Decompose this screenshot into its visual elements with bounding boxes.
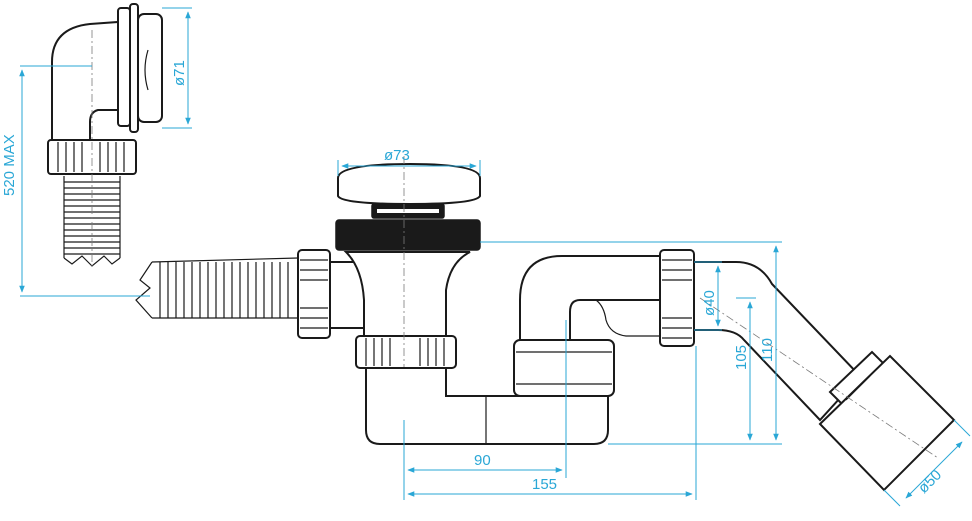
trap bbox=[365, 249, 956, 492]
plug-cap bbox=[337, 162, 481, 206]
connecting-hose bbox=[135, 257, 299, 319]
dimensions: 520 MAX ø71 ø73 ø40 105 110 90 bbox=[1, 7, 971, 507]
dim-height-110: 110 bbox=[759, 338, 776, 362]
overflow-hose bbox=[63, 176, 121, 267]
dim-520-max: 520 MAX bbox=[1, 134, 18, 196]
dim-height-105: 105 bbox=[733, 345, 750, 370]
dim-outlet-large-diameter: ø50 bbox=[915, 467, 945, 497]
dim-outlet-small-diameter: ø40 bbox=[701, 290, 718, 316]
waste-body bbox=[297, 156, 481, 460]
dim-offset-90: 90 bbox=[474, 452, 491, 469]
dim-overflow-diameter: ø71 bbox=[171, 60, 188, 86]
dim-offset-155: 155 bbox=[532, 476, 557, 493]
dim-plug-diameter: ø73 bbox=[384, 147, 410, 164]
overflow-assembly bbox=[47, 3, 163, 270]
